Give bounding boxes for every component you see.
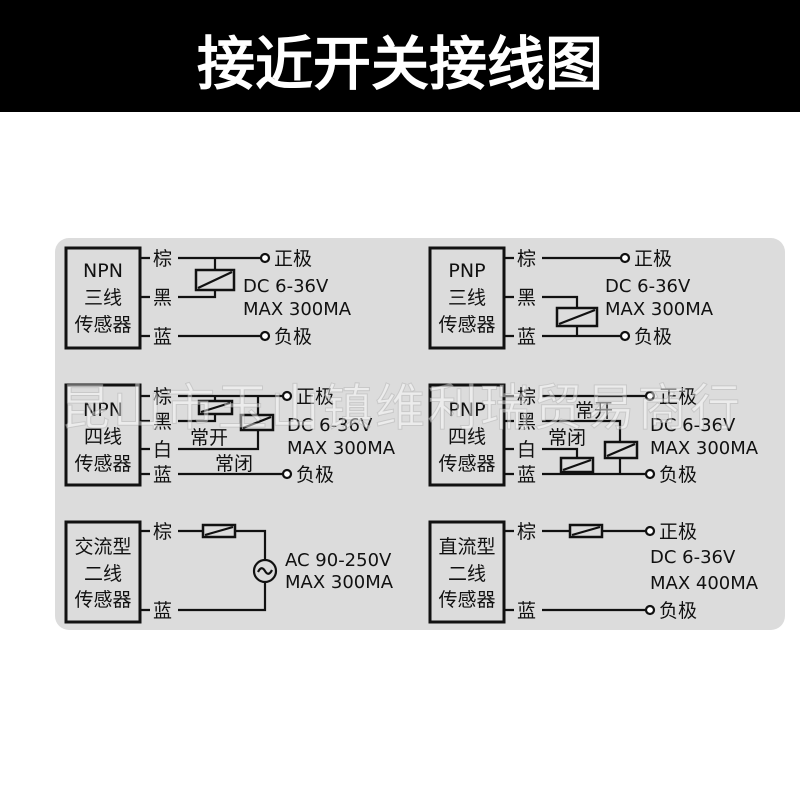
wire-brown-label: 棕 <box>153 248 172 270</box>
wire-black-label: 黑 <box>153 287 172 309</box>
normally-open-label: 常开 <box>190 427 228 449</box>
positive-label: 正极 <box>634 248 672 270</box>
normally-closed-label: 常闭 <box>215 453 253 475</box>
sensor-wires: 四线 <box>448 426 486 448</box>
voltage-spec: DC 6-36V <box>650 415 736 436</box>
sensor-type: PNP <box>448 260 485 282</box>
wire-blue-label: 蓝 <box>517 464 536 486</box>
relay-coil-icon <box>603 440 639 460</box>
sensor-box <box>64 383 142 487</box>
relay-coil-icon <box>555 306 599 328</box>
terminal-positive <box>281 390 293 402</box>
terminal-positive <box>644 525 656 537</box>
wire-brown-label: 棕 <box>517 386 536 408</box>
sensor-type: 直流型 <box>438 536 495 558</box>
npn-4wire-diagram: NPN 四线 传感器 棕 黑 白 蓝 常开 常闭 正极 负极 DC 6-36V … <box>64 383 396 487</box>
negative-label: 负极 <box>296 464 334 486</box>
positive-label: 正极 <box>296 386 334 408</box>
relay-coil-icon <box>559 456 595 474</box>
pnp-3wire-diagram: PNP 三线 传感器 棕 黑 蓝 正极 负极 DC 6-36V MAX 300M… <box>428 246 714 350</box>
terminal-positive <box>619 252 631 264</box>
voltage-spec: AC 90-250V <box>285 550 392 571</box>
wire-white-label: 白 <box>153 439 172 461</box>
positive-label: 正极 <box>274 248 312 270</box>
normally-closed-label: 常闭 <box>548 427 586 449</box>
wire-black-label: 黑 <box>517 411 536 433</box>
voltage-spec: DC 6-36V <box>650 547 736 568</box>
negative-label: 负极 <box>634 326 672 348</box>
current-spec: MAX 300MA <box>650 438 759 459</box>
sensor-box <box>428 520 506 624</box>
ac-2wire-diagram: 交流型 二线 传感器 棕 蓝 AC 90-250V MAX 300MA <box>64 520 394 624</box>
current-spec: MAX 300MA <box>287 438 396 459</box>
sensor-type: PNP <box>448 399 485 421</box>
voltage-spec: DC 6-36V <box>605 276 691 297</box>
wire-brown-label: 棕 <box>517 248 536 270</box>
sensor-box <box>64 520 142 624</box>
wire-white-label: 白 <box>517 439 536 461</box>
negative-label: 负极 <box>274 326 312 348</box>
watermark: 昆山市玉山镇维利瑞贸易商行 <box>60 379 740 437</box>
terminal-negative <box>259 330 271 342</box>
dc-2wire-diagram: 直流型 二线 传感器 棕 蓝 正极 负极 DC 6-36V MAX 400MA <box>428 520 759 624</box>
wire-brown-label: 棕 <box>153 521 172 543</box>
sensor-wires: 二线 <box>84 563 122 585</box>
sensor-label: 传感器 <box>438 314 495 336</box>
wire-blue-label: 蓝 <box>517 600 536 622</box>
positive-label: 正极 <box>659 386 697 408</box>
page-title: 接近开关接线图 <box>197 30 603 98</box>
voltage-spec: DC 6-36V <box>287 415 373 436</box>
sensor-wires: 四线 <box>84 426 122 448</box>
negative-label: 负极 <box>659 464 697 486</box>
wire-black-label: 黑 <box>153 411 172 433</box>
relay-coil-icon <box>239 413 275 432</box>
wire-blue-label: 蓝 <box>153 326 172 348</box>
sensor-box <box>428 383 506 487</box>
current-spec: MAX 300MA <box>243 299 352 320</box>
sensor-wires: 二线 <box>448 563 486 585</box>
terminal-positive <box>259 252 271 264</box>
wire-brown-label: 棕 <box>517 521 536 543</box>
sensor-label: 传感器 <box>74 453 131 475</box>
pnp-4wire-diagram: PNP 四线 传感器 棕 黑 白 蓝 常开 常闭 正极 负极 DC 6-36V … <box>428 383 759 487</box>
current-spec: MAX 400MA <box>650 573 759 594</box>
relay-coil-icon <box>194 268 236 292</box>
terminal-positive <box>644 390 656 402</box>
positive-label: 正极 <box>659 521 697 543</box>
load-resistor-icon <box>201 523 237 539</box>
ac-source-icon <box>252 558 278 584</box>
sensor-type: NPN <box>83 260 123 282</box>
negative-label: 负极 <box>659 600 697 622</box>
sensor-label: 传感器 <box>74 589 131 611</box>
current-spec: MAX 300MA <box>605 299 714 320</box>
wire-blue-label: 蓝 <box>153 600 172 622</box>
sensor-wires: 三线 <box>84 287 122 309</box>
terminal-negative <box>644 604 656 616</box>
wire-black-label: 黑 <box>517 287 536 309</box>
sensor-type: NPN <box>83 399 123 421</box>
relay-coil-icon <box>197 399 234 416</box>
sensor-label: 传感器 <box>438 589 495 611</box>
terminal-negative <box>644 468 656 480</box>
sensor-type: 交流型 <box>74 536 131 558</box>
sensor-wires: 三线 <box>448 287 486 309</box>
wire-blue-label: 蓝 <box>153 464 172 486</box>
wire-blue-label: 蓝 <box>517 326 536 348</box>
sensor-label: 传感器 <box>438 453 495 475</box>
voltage-spec: DC 6-36V <box>243 276 329 297</box>
sensor-label: 传感器 <box>74 314 131 336</box>
current-spec: MAX 300MA <box>285 572 394 593</box>
normally-open-label: 常开 <box>575 400 613 422</box>
npn-3wire-diagram: NPN 三线 传感器 棕 黑 蓝 正极 负极 DC 6-36V MAX 300M… <box>64 246 352 350</box>
wire-brown-label: 棕 <box>153 386 172 408</box>
load-resistor-icon <box>568 523 604 539</box>
terminal-negative <box>281 468 293 480</box>
terminal-negative <box>619 330 631 342</box>
header-bar <box>0 0 800 112</box>
